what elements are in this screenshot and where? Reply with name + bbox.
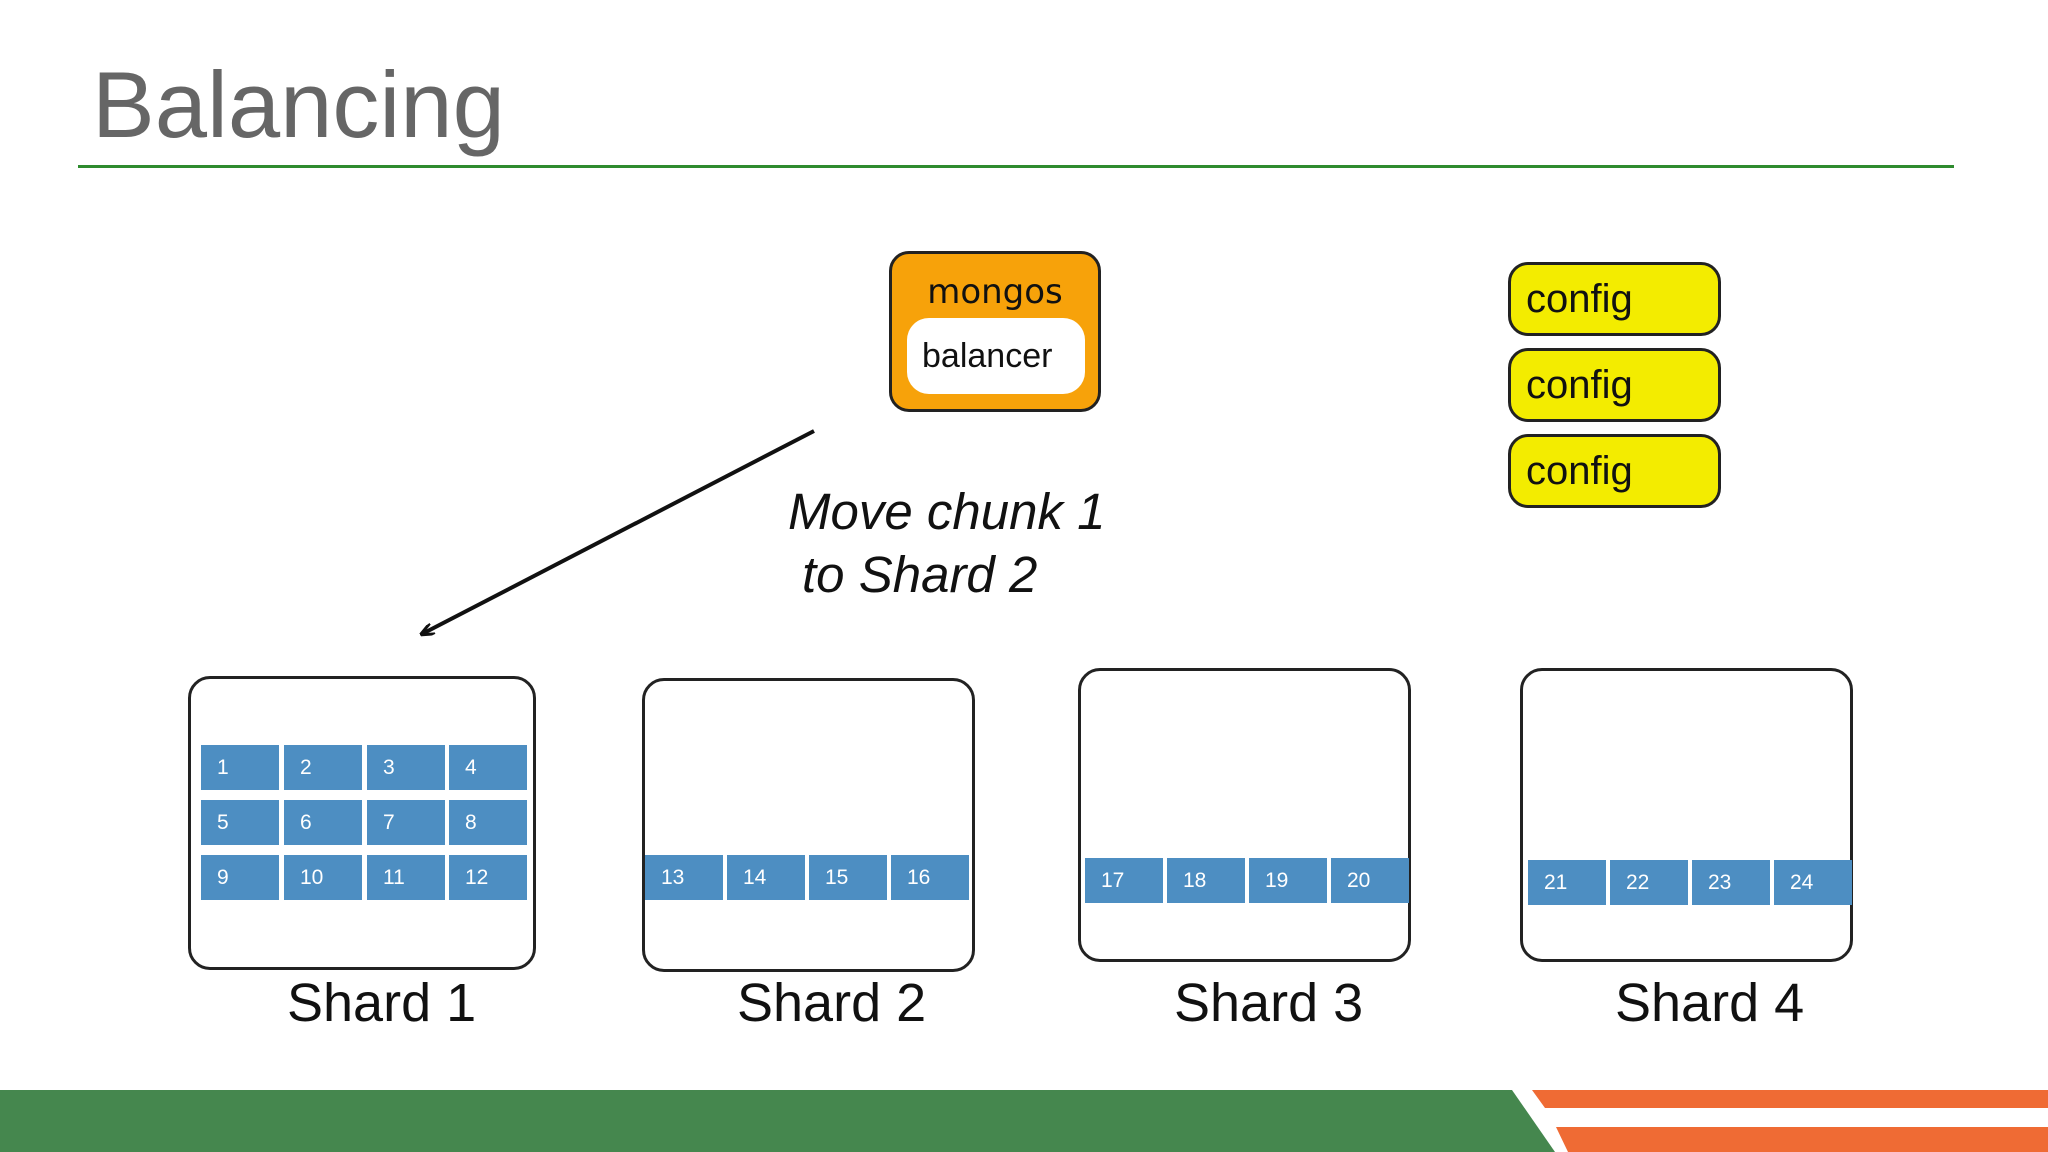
chunk: 7 xyxy=(367,800,445,845)
move-arrow-line xyxy=(422,429,815,634)
chunk: 23 xyxy=(1692,860,1770,905)
chunk: 4 xyxy=(449,745,527,790)
chunk: 24 xyxy=(1774,860,1852,905)
chunk: 20 xyxy=(1331,858,1409,903)
footer-orange-stripe-top xyxy=(1532,1090,2048,1108)
move-instruction-line-1: Move chunk 1 xyxy=(788,483,1106,540)
chunk: 22 xyxy=(1610,860,1688,905)
chunk: 8 xyxy=(449,800,527,845)
shard-3-label: Shard 3 xyxy=(1174,973,1364,1033)
chunk: 16 xyxy=(891,855,969,900)
chunk: 11 xyxy=(367,855,445,900)
chunk: 6 xyxy=(284,800,362,845)
chunk: 1 xyxy=(201,745,279,790)
move-instruction: Move chunk 1 to Shard 2 xyxy=(788,480,1106,606)
config-server-3: config xyxy=(1508,434,1721,508)
chunk: 17 xyxy=(1085,858,1163,903)
chunk: 13 xyxy=(645,855,723,900)
chunk: 5 xyxy=(201,800,279,845)
chunk: 18 xyxy=(1167,858,1245,903)
balancer-box: balancer xyxy=(907,318,1085,394)
shard-2-box: 13 14 15 16 xyxy=(642,678,975,972)
slide-title: Balancing xyxy=(92,52,505,157)
title-divider xyxy=(78,165,1954,168)
shard-1-box: 1 2 3 4 5 6 7 8 9 10 11 12 xyxy=(188,676,536,970)
config-server-1: config xyxy=(1508,262,1721,336)
shard-4-label: Shard 4 xyxy=(1615,973,1805,1033)
shard-4-box: 21 22 23 24 xyxy=(1520,668,1853,962)
shard-1-label: Shard 1 xyxy=(287,973,477,1033)
chunk: 9 xyxy=(201,855,279,900)
footer-orange-stripe-bottom xyxy=(1556,1127,2048,1152)
chunk: 14 xyxy=(727,855,805,900)
chunk: 2 xyxy=(284,745,362,790)
chunk: 10 xyxy=(284,855,362,900)
shard-2-label: Shard 2 xyxy=(737,973,927,1033)
chunk: 21 xyxy=(1528,860,1606,905)
footer-stripes xyxy=(1512,1090,2048,1152)
chunk: 3 xyxy=(367,745,445,790)
chunk: 12 xyxy=(449,855,527,900)
config-server-2: config xyxy=(1508,348,1721,422)
mongos-box: mongos balancer xyxy=(889,251,1101,412)
chunk: 19 xyxy=(1249,858,1327,903)
chunk: 15 xyxy=(809,855,887,900)
move-instruction-line-2: to Shard 2 xyxy=(802,546,1038,603)
mongos-label: mongos xyxy=(927,272,1063,312)
shard-3-box: 17 18 19 20 xyxy=(1078,668,1411,962)
